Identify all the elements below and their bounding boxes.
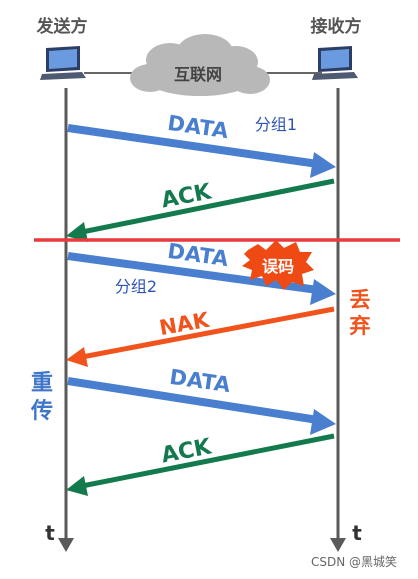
data-arrow-3	[67, 377, 336, 435]
sender-timeline-arrowhead	[58, 538, 74, 552]
watermark: CSDN @黑城笑	[311, 554, 397, 569]
discard-label-line2: 弃	[350, 314, 371, 338]
sender-time-label: t	[45, 521, 55, 545]
error-label: 误码	[262, 257, 294, 276]
message-label-3: DATA	[166, 239, 230, 271]
group1-label: 分组1	[255, 115, 297, 134]
message-label-1: DATA	[166, 111, 230, 143]
receiver-timeline-arrowhead	[330, 538, 346, 552]
data-arrow-2	[67, 252, 336, 305]
sender-label: 发送方	[36, 16, 88, 37]
discard-label-line1: 丢	[350, 288, 371, 312]
error-burst-icon	[242, 240, 314, 290]
receiver-label: 接收方	[311, 16, 362, 37]
ack-arrow-2	[66, 433, 335, 496]
message-label-5: DATA	[168, 365, 232, 397]
receiver-time-label: t	[352, 521, 362, 545]
internet-cloud-icon	[130, 34, 270, 96]
ack-arrow-1	[66, 178, 335, 242]
network-label: 互联网	[174, 65, 222, 84]
group2-label: 分组2	[115, 277, 157, 296]
receiver-laptop-icon	[312, 46, 358, 80]
data-arrow-1	[67, 124, 336, 178]
nak-arrow	[66, 306, 335, 367]
sender-laptop-icon	[40, 46, 86, 80]
resend-label-line1: 重	[31, 371, 53, 396]
resend-label-line2: 传	[30, 399, 53, 424]
